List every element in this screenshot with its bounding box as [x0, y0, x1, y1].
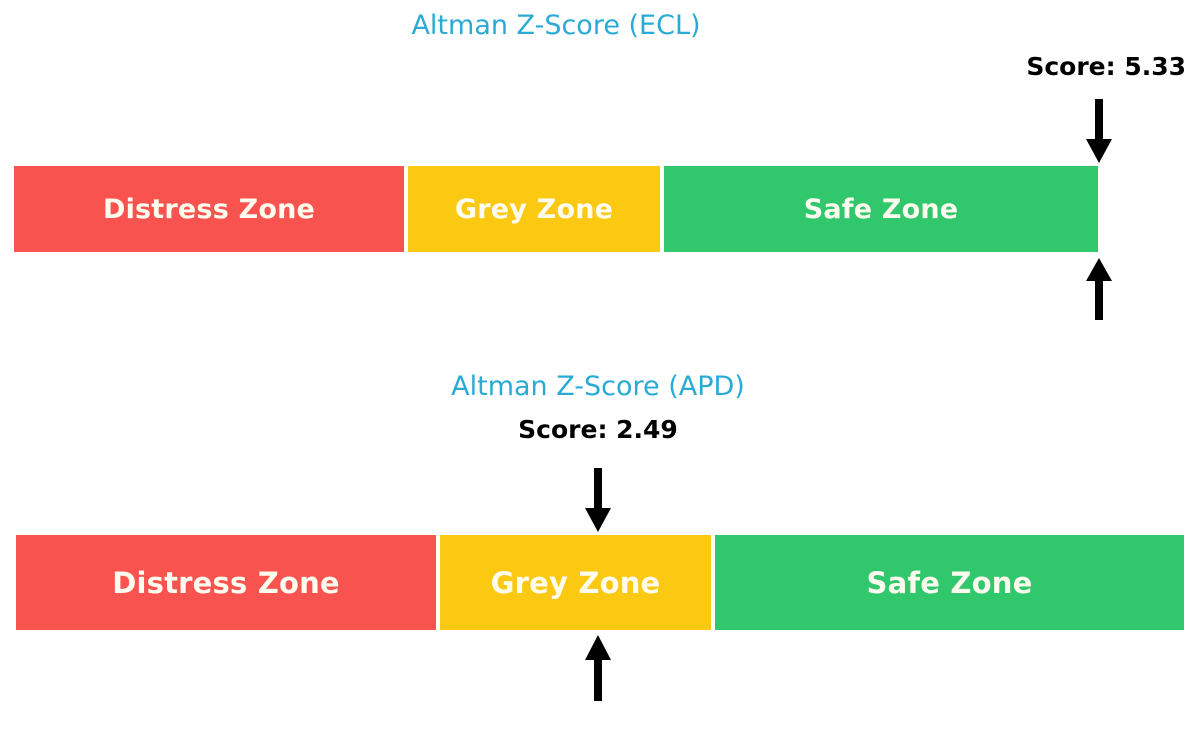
up-arrow-icon	[584, 635, 612, 701]
chart-panel-apd: Altman Z-Score (APD) Score: 2.49 Distres…	[0, 360, 1200, 746]
zone-label-grey-apd: Grey Zone	[490, 565, 661, 600]
zone-segment-grey-ecl: Grey Zone	[408, 166, 660, 252]
chart-title-ecl: Altman Z-Score (ECL)	[411, 10, 701, 41]
zone-segment-grey-apd: Grey Zone	[440, 535, 711, 630]
zone-segment-safe-apd: Safe Zone	[715, 535, 1184, 630]
down-arrow-icon	[1085, 99, 1113, 165]
chart-title-apd: Altman Z-Score (APD)	[451, 371, 745, 402]
up-arrow-icon	[1085, 258, 1113, 320]
zone-label-safe-apd: Safe Zone	[866, 565, 1033, 600]
zone-label-distress-apd: Distress Zone	[112, 565, 340, 600]
zone-bar-ecl: Distress Zone Grey Zone Safe Zone	[14, 166, 1098, 252]
zone-label-grey-ecl: Grey Zone	[454, 193, 614, 225]
score-label-apd: Score: 2.49	[518, 415, 678, 444]
zone-bar-apd: Distress Zone Grey Zone Safe Zone	[16, 535, 1184, 630]
zone-label-distress-ecl: Distress Zone	[102, 193, 316, 225]
score-label-ecl: Score: 5.33	[1026, 52, 1186, 81]
zone-segment-distress-apd: Distress Zone	[16, 535, 436, 630]
down-arrow-icon	[584, 468, 612, 534]
zone-segment-safe-ecl: Safe Zone	[664, 166, 1098, 252]
zone-segment-distress-ecl: Distress Zone	[14, 166, 404, 252]
zone-label-safe-ecl: Safe Zone	[803, 193, 959, 225]
chart-panel-ecl: Altman Z-Score (ECL) Score: 5.33 Distres…	[0, 0, 1200, 360]
